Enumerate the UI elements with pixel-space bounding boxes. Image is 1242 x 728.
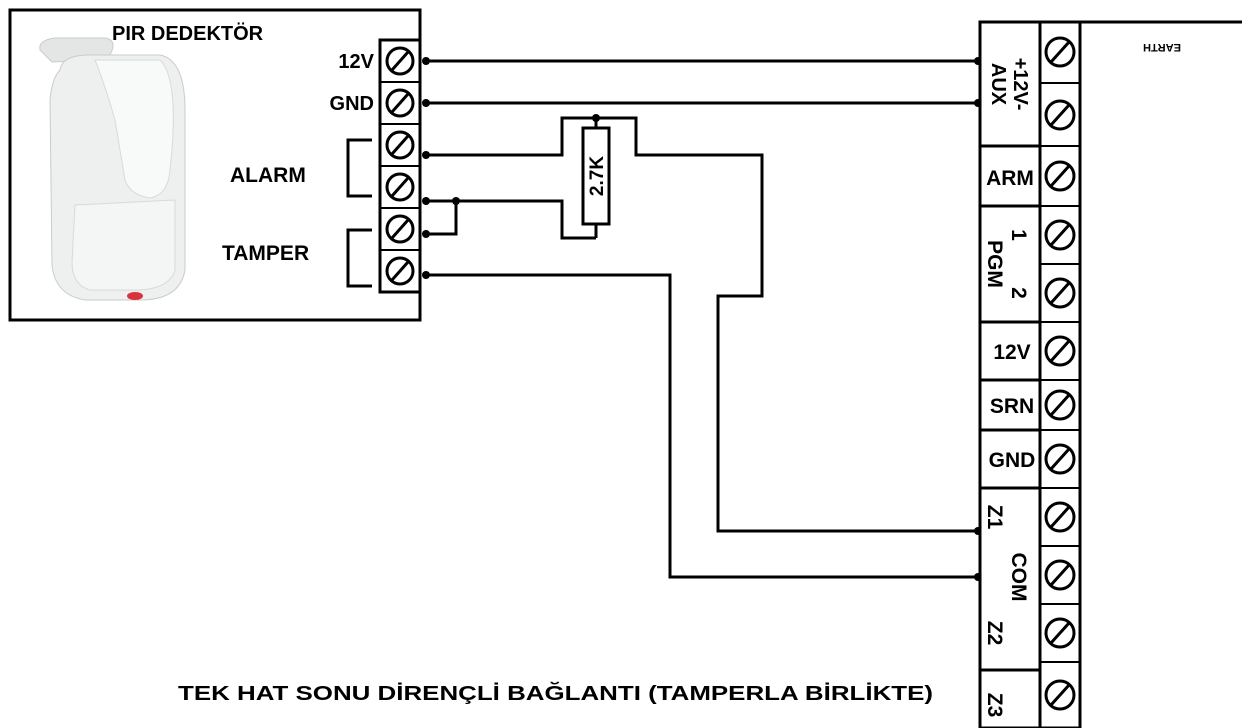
tamper-bracket bbox=[346, 228, 372, 288]
screw-icon bbox=[385, 214, 415, 244]
wire-alarm2 bbox=[424, 199, 458, 236]
panel-label-z2: Z2 bbox=[983, 621, 1006, 646]
panel-label-aux-line2: AUX bbox=[987, 63, 1009, 106]
panel-screws bbox=[1044, 36, 1076, 711]
screw-icon bbox=[385, 88, 415, 118]
panel-label-12v: 12V bbox=[993, 341, 1030, 364]
pir-detector-image bbox=[39, 37, 186, 301]
resistor-value: 2.7K bbox=[587, 156, 608, 196]
terminal-label-gnd: GND bbox=[330, 93, 374, 115]
screw-icon bbox=[1044, 389, 1076, 421]
panel-label-arm: ARM bbox=[986, 167, 1034, 190]
screw-icon bbox=[1044, 679, 1076, 711]
screw-icon bbox=[1044, 559, 1076, 591]
panel-label-srn: SRN bbox=[990, 395, 1034, 418]
screw-icon bbox=[385, 256, 415, 286]
resistor: 2.7K bbox=[581, 118, 611, 238]
screw-icon bbox=[385, 46, 415, 76]
panel-label-pgm: PGM bbox=[983, 240, 1006, 288]
wire-alarm2-resistor bbox=[456, 199, 596, 240]
panel-label-aux-line1: +12V- bbox=[1009, 58, 1031, 111]
screw-icon bbox=[1044, 335, 1076, 367]
screw-icon bbox=[1044, 219, 1076, 251]
screw-icon bbox=[1044, 617, 1076, 649]
panel-label-z3: Z3 bbox=[983, 693, 1006, 718]
screw-icon bbox=[1044, 160, 1076, 192]
panel-label-z1: Z1 bbox=[983, 505, 1006, 530]
wire-junctions bbox=[422, 57, 982, 581]
group-label-tamper: TAMPER bbox=[222, 242, 309, 265]
wire-alarm1-z1 bbox=[424, 116, 980, 533]
panel-label-com: COM bbox=[1007, 553, 1030, 602]
panel-label-pgm-2: 2 bbox=[1007, 287, 1030, 299]
screw-icon bbox=[1044, 99, 1076, 131]
terminal-label-12v: 12V bbox=[338, 51, 374, 73]
screw-icon bbox=[1044, 501, 1076, 533]
screw-icon bbox=[1044, 443, 1076, 475]
diagram-caption: TEK HAT SONU DİRENÇLİ BAĞLANTI (TAMPERLA… bbox=[178, 681, 933, 705]
group-label-alarm: ALARM bbox=[230, 164, 306, 187]
detector-title: PIR DEDEKTÖR bbox=[112, 22, 264, 45]
panel-board bbox=[978, 20, 1242, 728]
screw-icon bbox=[385, 172, 415, 202]
detector-terminal-block bbox=[378, 38, 422, 294]
screw-icon bbox=[1044, 277, 1076, 309]
screw-icon bbox=[385, 130, 415, 160]
wires bbox=[424, 59, 980, 579]
screw-icon bbox=[1044, 36, 1076, 68]
earth-label: EARTH bbox=[1143, 41, 1181, 53]
wire-tamper-com bbox=[424, 273, 980, 579]
panel-label-gnd: GND bbox=[989, 449, 1036, 472]
panel-label-pgm-1: 1 bbox=[1007, 229, 1030, 241]
alarm-bracket bbox=[346, 138, 372, 198]
